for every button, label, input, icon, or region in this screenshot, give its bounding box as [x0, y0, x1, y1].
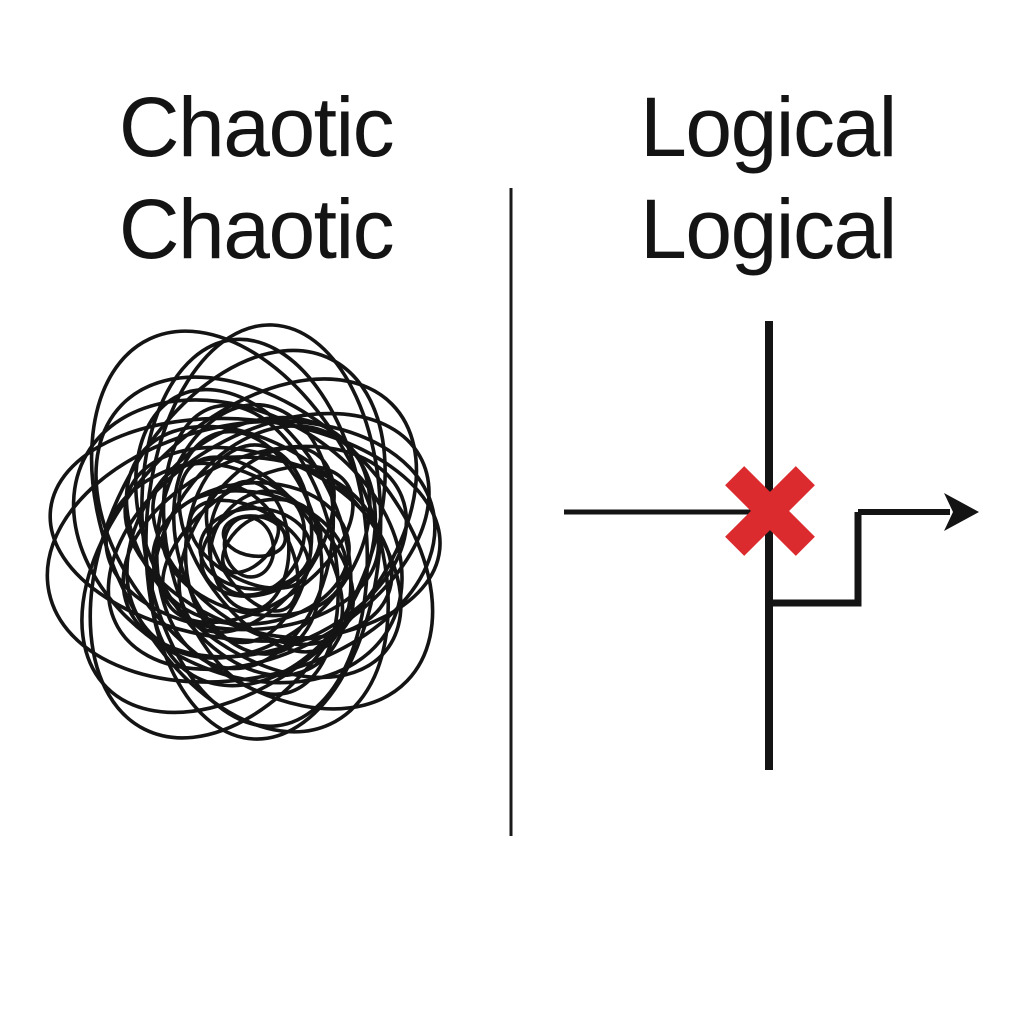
detour-step-path [766, 512, 862, 607]
logical-label-line2: Logical [640, 182, 897, 276]
chaotic-title: Chaotic Chaotic [0, 76, 512, 280]
blocked-x-icon [725, 466, 815, 556]
scribble-loop [221, 514, 288, 559]
scribble-loop [187, 498, 311, 591]
chaotic-label-line2: Chaotic [118, 182, 395, 276]
chaotic-scribble [45, 323, 442, 741]
scribble-loop [140, 337, 370, 729]
scribble-loop [71, 398, 404, 685]
scribble-loop [121, 444, 409, 659]
scribble-loop [89, 329, 391, 734]
scribble-loop [125, 415, 372, 660]
scribble-loop [171, 429, 324, 656]
chaotic-label-line1: Chaotic [118, 80, 395, 174]
scribble-loop [154, 402, 336, 671]
scribble-loop [199, 497, 323, 599]
logical-label-line1: Logical [640, 80, 897, 174]
scribble-loop [198, 506, 313, 591]
logical-title: Logical Logical [512, 76, 1024, 280]
logical-flow-diagram [564, 321, 979, 770]
scribble-loop [220, 514, 281, 575]
arrowhead-icon [944, 493, 979, 531]
scribble-loop [161, 488, 349, 618]
